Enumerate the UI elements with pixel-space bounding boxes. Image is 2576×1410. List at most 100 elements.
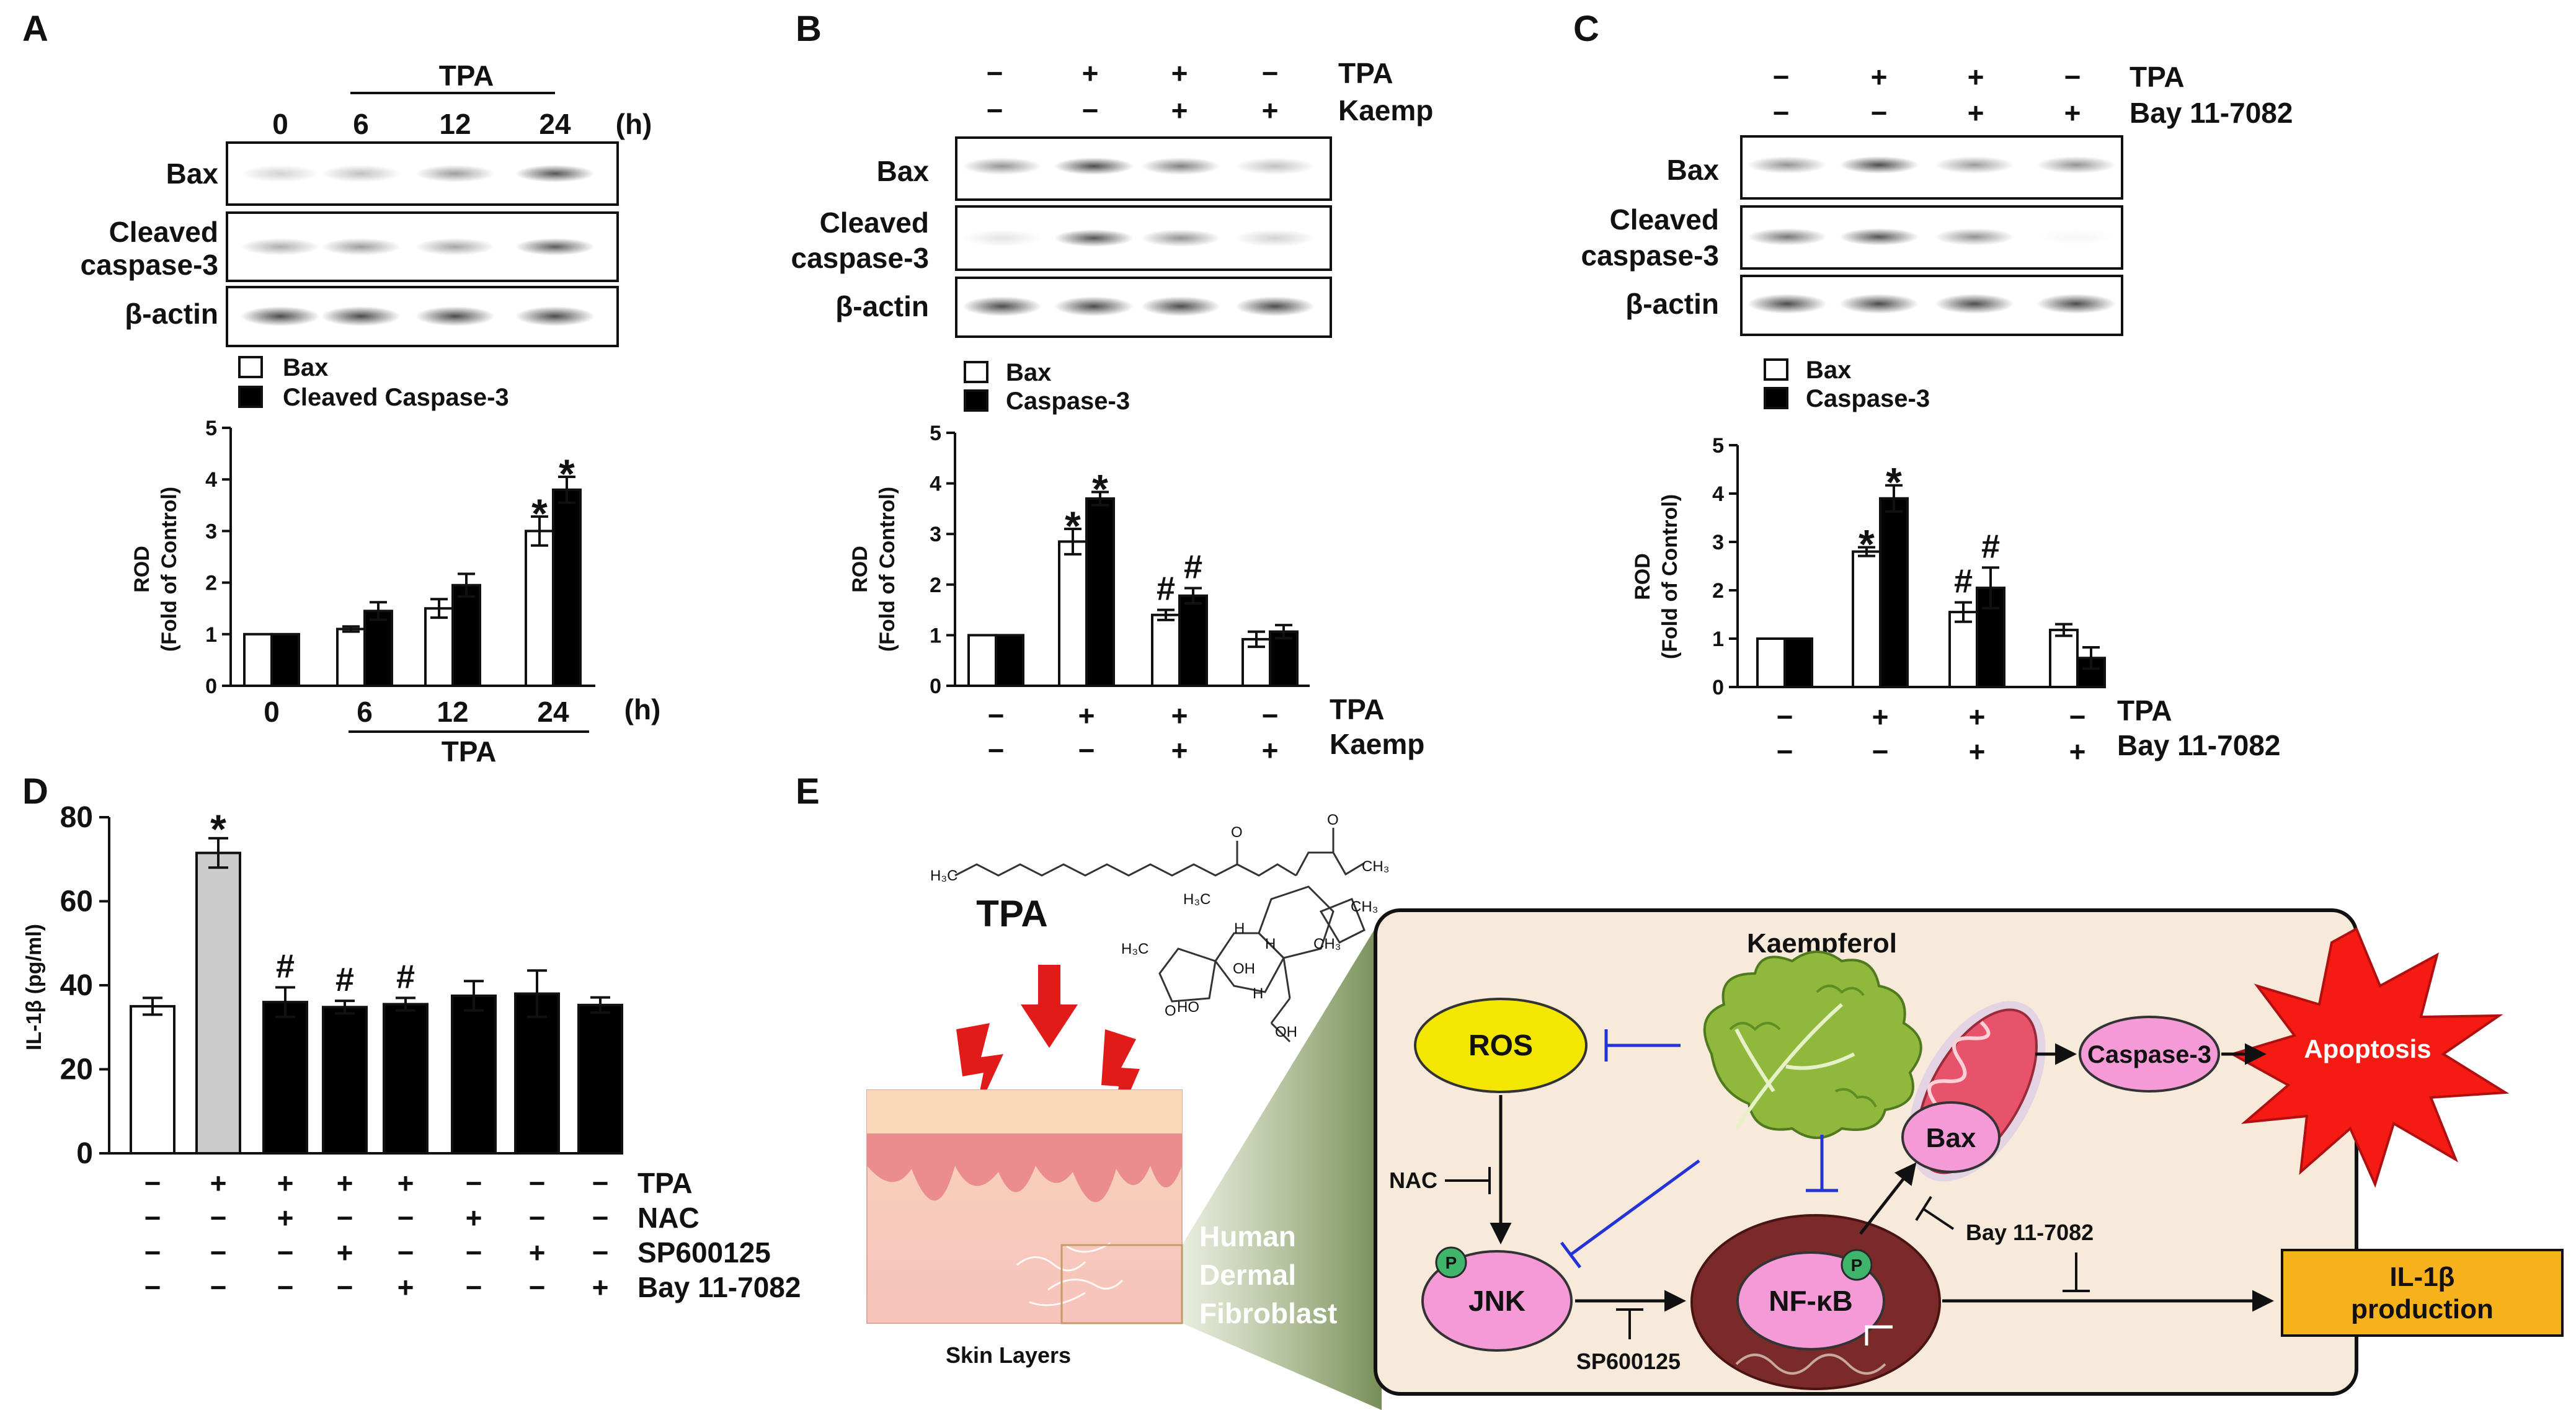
error-bar [370, 601, 387, 621]
panel-d-ylabel: IL-1β (pg/ml) [22, 924, 46, 1050]
panel-e-schematic: H₃C O O CH₃ H₃C CH₃ CH₃ H H OH H₃C O HO … [866, 812, 2564, 1410]
panel-b-legend-caspase: Caspase-3 [1006, 388, 1130, 415]
panel-c-chart: ROD (Fold of Control) TPA Bay 11-7082 01… [1631, 434, 2280, 768]
caspase-label: Caspase-3 [2087, 1041, 2211, 1068]
panel-label-b: B [796, 9, 822, 49]
blot-band [1839, 156, 1919, 174]
chem-h-3: H [1253, 985, 1263, 1002]
condition-sign: − [2064, 61, 2081, 93]
condition-sign: − [144, 1202, 161, 1234]
bar [577, 1003, 623, 1155]
blot-band [1935, 156, 2014, 174]
condition-sign: + [466, 1202, 482, 1234]
blot-band [515, 165, 595, 182]
x-tick-label: 6 [357, 696, 373, 728]
error-bar [464, 980, 484, 1012]
panel-b-chart: ROD (Fold of Control) TPA Kaemp 012345**… [848, 422, 1424, 766]
y-tick-label: 4 [930, 472, 941, 496]
caspase-node [2079, 1016, 2220, 1093]
condition-sign: + [210, 1167, 227, 1199]
chem-o-2: O [1327, 812, 1339, 828]
jnk-label: JNK [1468, 1285, 1526, 1317]
panel-d-row-nac: NAC [637, 1202, 700, 1234]
panel-c-legend-bax: Bax [1806, 357, 1851, 384]
panel-b-row-tpa: TPA [1338, 57, 1393, 89]
condition-sign: − [466, 1236, 482, 1269]
blot-band [1935, 294, 2014, 314]
bar [1783, 637, 1813, 688]
significance-mark: # [1184, 549, 1202, 586]
panel-a-time-0: 0 [272, 108, 288, 140]
panel-c-ylabel: ROD [1631, 553, 1654, 600]
skin-dermis-wave [867, 1133, 1182, 1202]
blot-band [962, 296, 1042, 316]
condition-sign: − [337, 1271, 353, 1303]
condition-sign: + [277, 1202, 294, 1234]
panel-b-row-kaemp: Kaemp [1338, 94, 1433, 126]
y-tick-label: 0 [930, 675, 941, 698]
bar [1178, 594, 1208, 688]
apoptosis-burst [2229, 927, 2510, 1188]
skin-layers-label: Skin Layers [946, 1342, 1071, 1368]
bar [1852, 550, 1881, 688]
condition-sign: + [337, 1236, 353, 1269]
panel-a-blot-label-caspase-1: Cleaved [109, 216, 218, 248]
panel-d-row-tpa: TPA [637, 1167, 693, 1199]
panel-b-xrow-tpa: TPA [1330, 693, 1385, 725]
bar [130, 1004, 175, 1155]
panel-c-ylabel-2: (Fold of Control) [1658, 494, 1682, 659]
condition-sign: − [1773, 97, 1790, 129]
y-tick-label: 4 [205, 468, 217, 492]
fibroblast-label-2: Dermal [1199, 1259, 1296, 1291]
bar [1948, 611, 1978, 688]
panel-c-row-bay: Bay 11-7082 [2130, 97, 2293, 129]
panel-a-legend-swatch-bax [238, 356, 263, 378]
blot-band [321, 165, 401, 182]
error-bar [1184, 587, 1202, 605]
blot-band [1054, 229, 1134, 247]
tpa-label: TPA [976, 893, 1048, 934]
nfkb-phospho [1841, 1249, 1873, 1281]
condition-sign: − [466, 1271, 482, 1303]
kale-body [1703, 951, 1922, 1139]
chem-ch3-1: CH₃ [1362, 858, 1389, 875]
significance-mark: * [1859, 521, 1875, 567]
condition-sign: − [592, 1167, 609, 1199]
blot-band [515, 238, 595, 255]
error-bar [396, 996, 415, 1012]
inhibit-kaemp-jnk [1560, 1159, 1700, 1269]
inhibit-nac [1445, 1167, 1491, 1194]
blot-band [1235, 296, 1315, 316]
panel-b-xrow-kaemp: Kaemp [1330, 728, 1424, 760]
panel-c-blot-label-caspase-1: Cleaved [1610, 203, 1719, 236]
error-bar [2055, 623, 2072, 637]
bar [1756, 637, 1786, 688]
condition-sign: − [592, 1236, 609, 1269]
condition-sign: − [1078, 734, 1095, 766]
chem-h3c-1: H₃C [930, 867, 957, 884]
chem-h-1: H [1234, 920, 1245, 937]
y-tick-label: 2 [205, 572, 217, 595]
fibroblast-cell [1029, 1292, 1086, 1306]
condition-sign: − [277, 1271, 294, 1303]
x-tick-label: 12 [437, 696, 468, 728]
condition-sign: + [1872, 701, 1889, 733]
bar [451, 583, 481, 688]
blot-band [415, 165, 495, 182]
condition-sign: + [1082, 57, 1099, 89]
panel-a-legend-bax: Bax [283, 354, 328, 381]
ros-label: ROS [1468, 1029, 1533, 1062]
error-bar [430, 598, 448, 619]
condition-sign: + [1171, 734, 1188, 766]
panel-a-legend: Bax Cleaved Caspase-3 [238, 354, 509, 411]
significance-mark: # [335, 961, 354, 998]
blot-band [2036, 294, 2116, 314]
panel-b-legend-swatch-caspase [964, 389, 988, 412]
bar [363, 610, 393, 687]
condition-sign: − [1082, 94, 1099, 126]
inhibit-bay-il1b [2063, 1253, 2090, 1292]
chem-h3c-3: H₃C [1121, 941, 1148, 957]
condition-sign: − [529, 1167, 546, 1199]
